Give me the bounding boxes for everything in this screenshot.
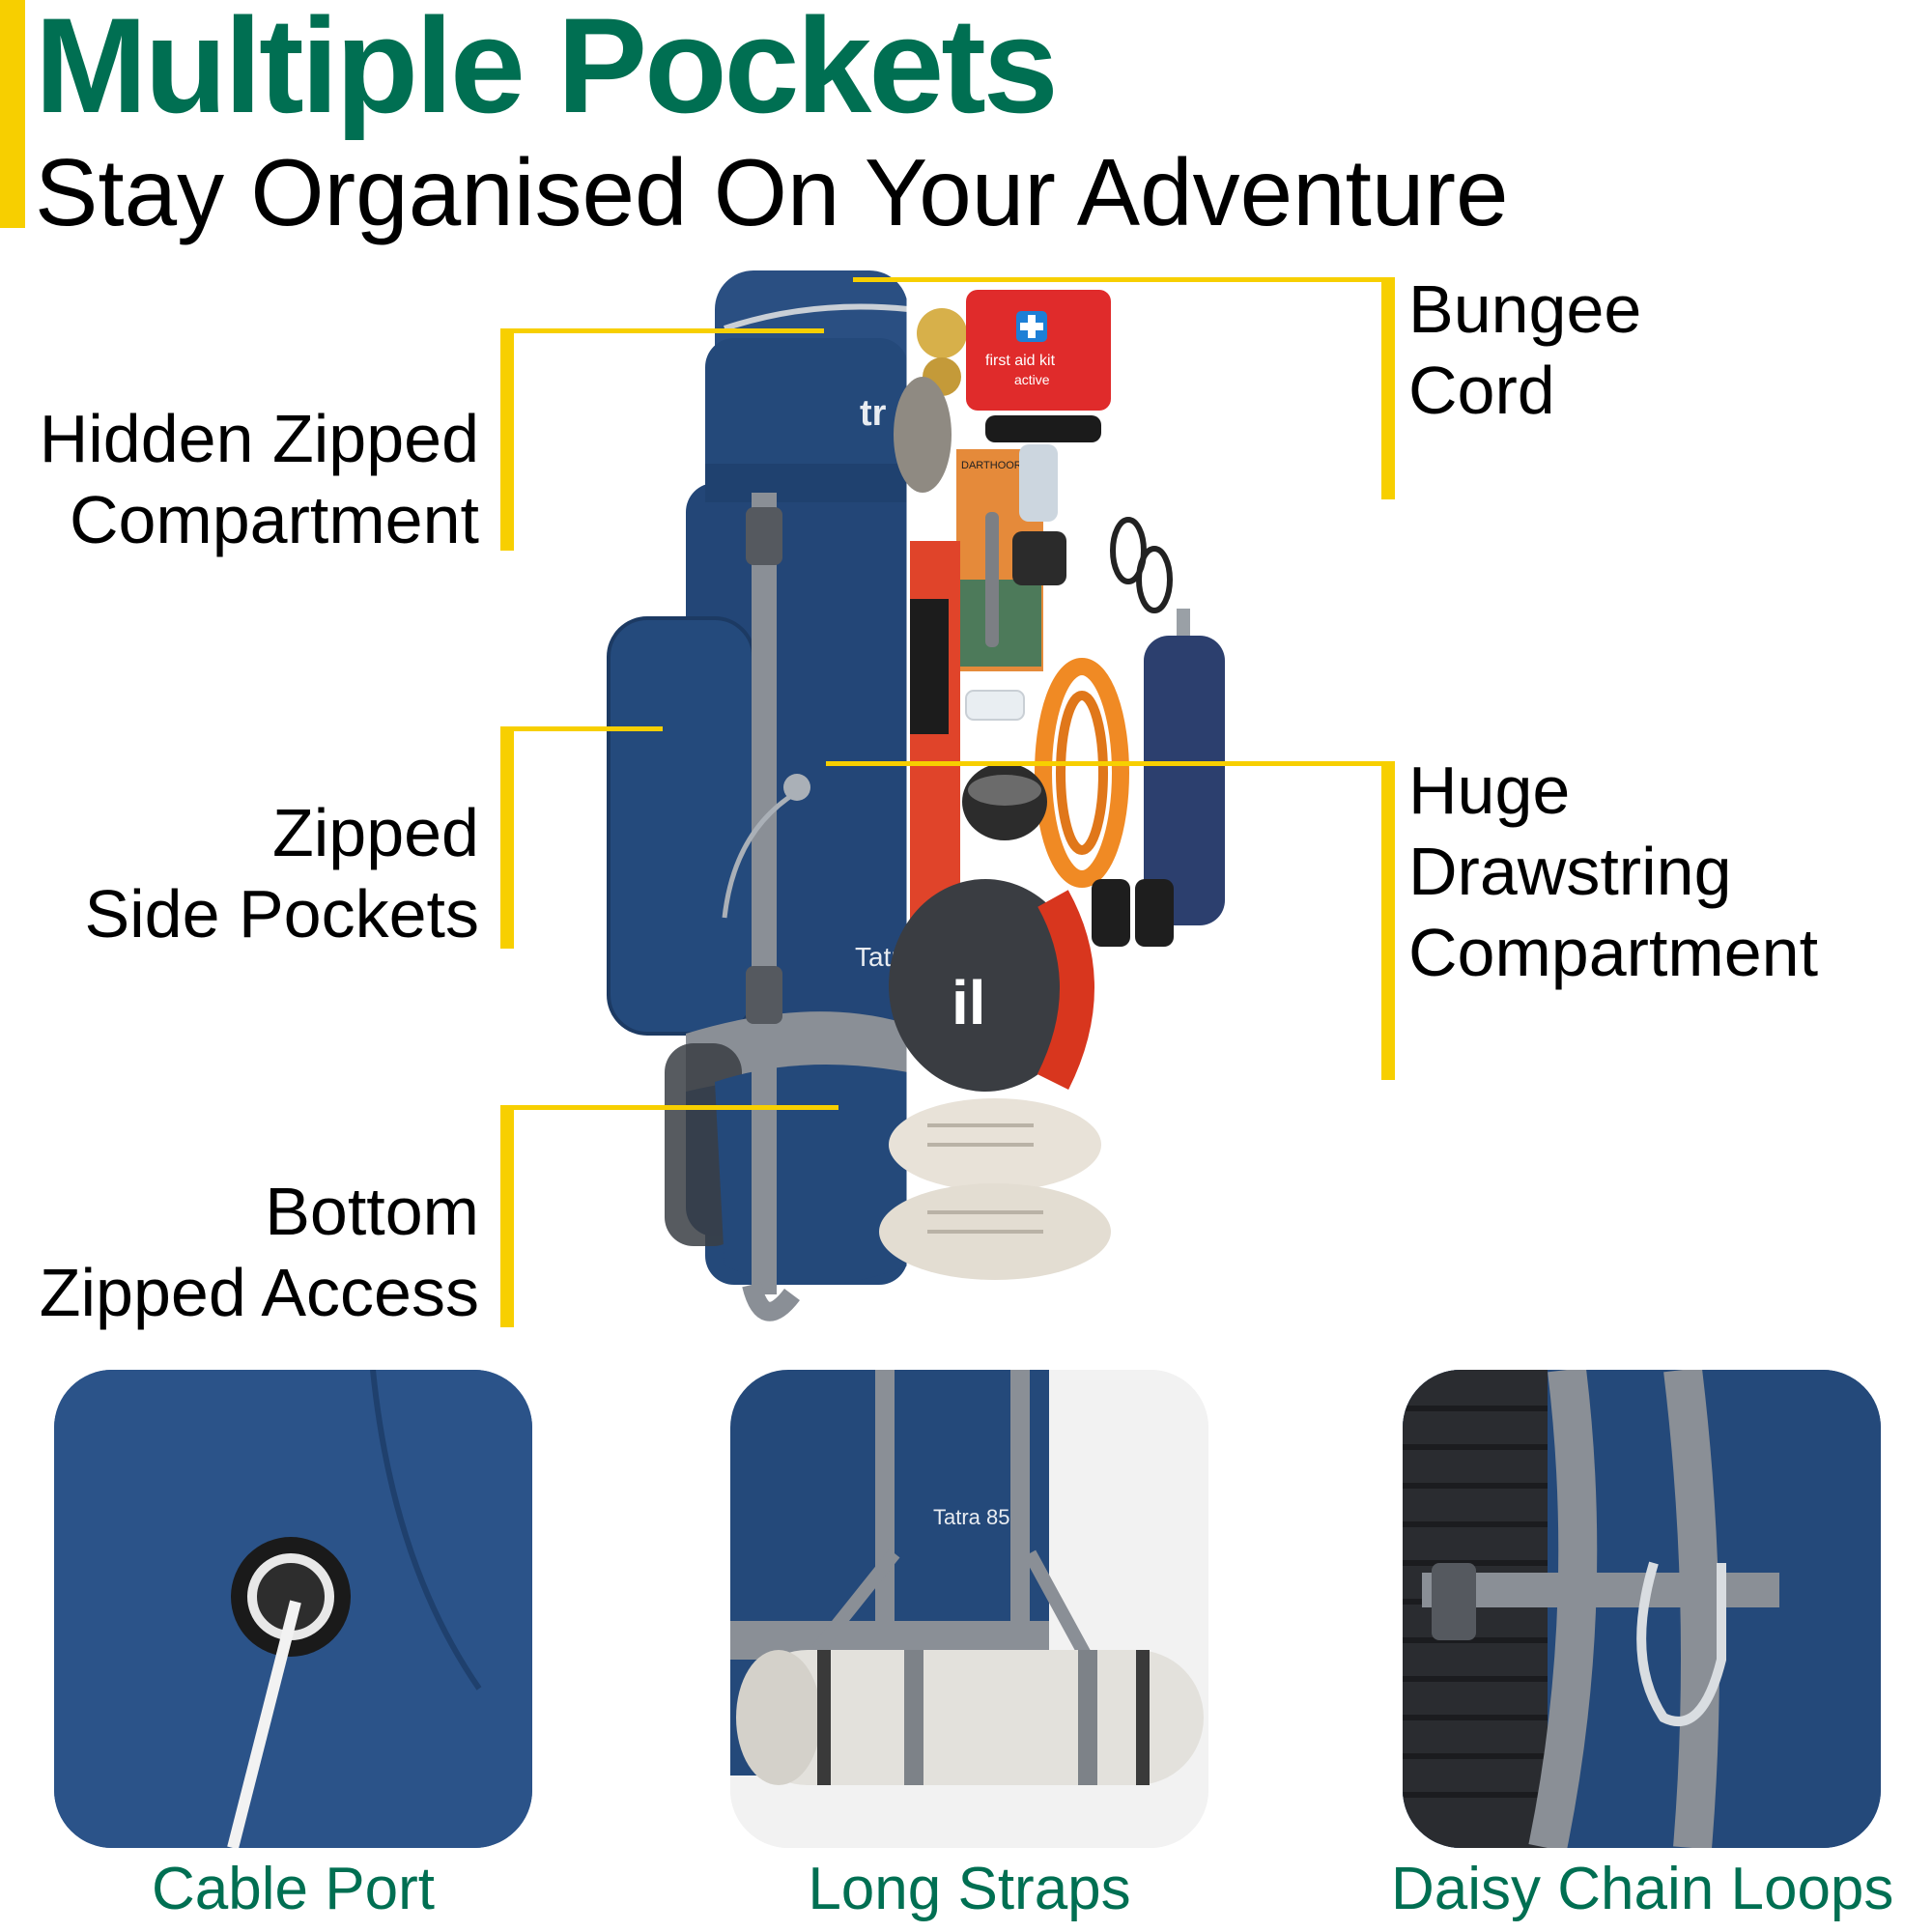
callout-hidden-zipped: Hidden Zipped Compartment (39, 401, 479, 557)
caption-long-straps: Long Straps (808, 1856, 1131, 1922)
model-label-strap: Tatra 85 (933, 1505, 1010, 1529)
rope-coil (1035, 658, 1129, 888)
first-aid-kit: first aid kit active (966, 290, 1111, 411)
cable-port-image (54, 1370, 532, 1848)
svg-text:DARTHOOR: DARTHOOR (961, 460, 1022, 471)
page-subtitle: Stay Organised On Your Adventure (35, 139, 1509, 245)
daisy-chain-image (1403, 1370, 1881, 1848)
panel-daisy-chain (1403, 1370, 1881, 1848)
svg-text:active: active (1014, 372, 1050, 387)
page-title: Multiple Pockets (35, 0, 1059, 141)
backpack-body: tr Tatra (607, 270, 916, 1321)
shoes (879, 1098, 1111, 1280)
callout-bottom-access: Bottom Zipped Access (39, 1174, 479, 1330)
svg-text:first aid kit: first aid kit (985, 353, 1056, 369)
water-bottle (1144, 609, 1225, 925)
binoculars-icon (1092, 879, 1174, 947)
sleeping-bag: il (889, 879, 1094, 1092)
caption-daisy-chain: Daisy Chain Loops (1391, 1856, 1894, 1922)
accent-bar (0, 0, 25, 228)
callout-bungee-cord: Bungee Cord (1408, 271, 1642, 428)
callout-side-pockets: Zipped Side Pockets (84, 795, 479, 952)
panel-cable-port (54, 1370, 532, 1848)
long-straps-image: Tatra 85 (730, 1370, 1208, 1848)
gear-contents: first aid kit active DARTHOOR (879, 290, 1225, 1280)
caption-cable-port: Cable Port (152, 1856, 435, 1922)
callout-drawstring: Huge Drawstring Compartment (1408, 753, 1819, 990)
carabiner-icon (1110, 517, 1173, 613)
backpack-illustration: tr Tatra first aid kit active DARTHOOR (607, 261, 1225, 1321)
brand-mark: tr (860, 393, 887, 434)
carabiner-icon (1636, 1561, 1726, 1726)
svg-text:il: il (952, 968, 986, 1037)
panel-long-straps: Tatra 85 (730, 1370, 1208, 1848)
